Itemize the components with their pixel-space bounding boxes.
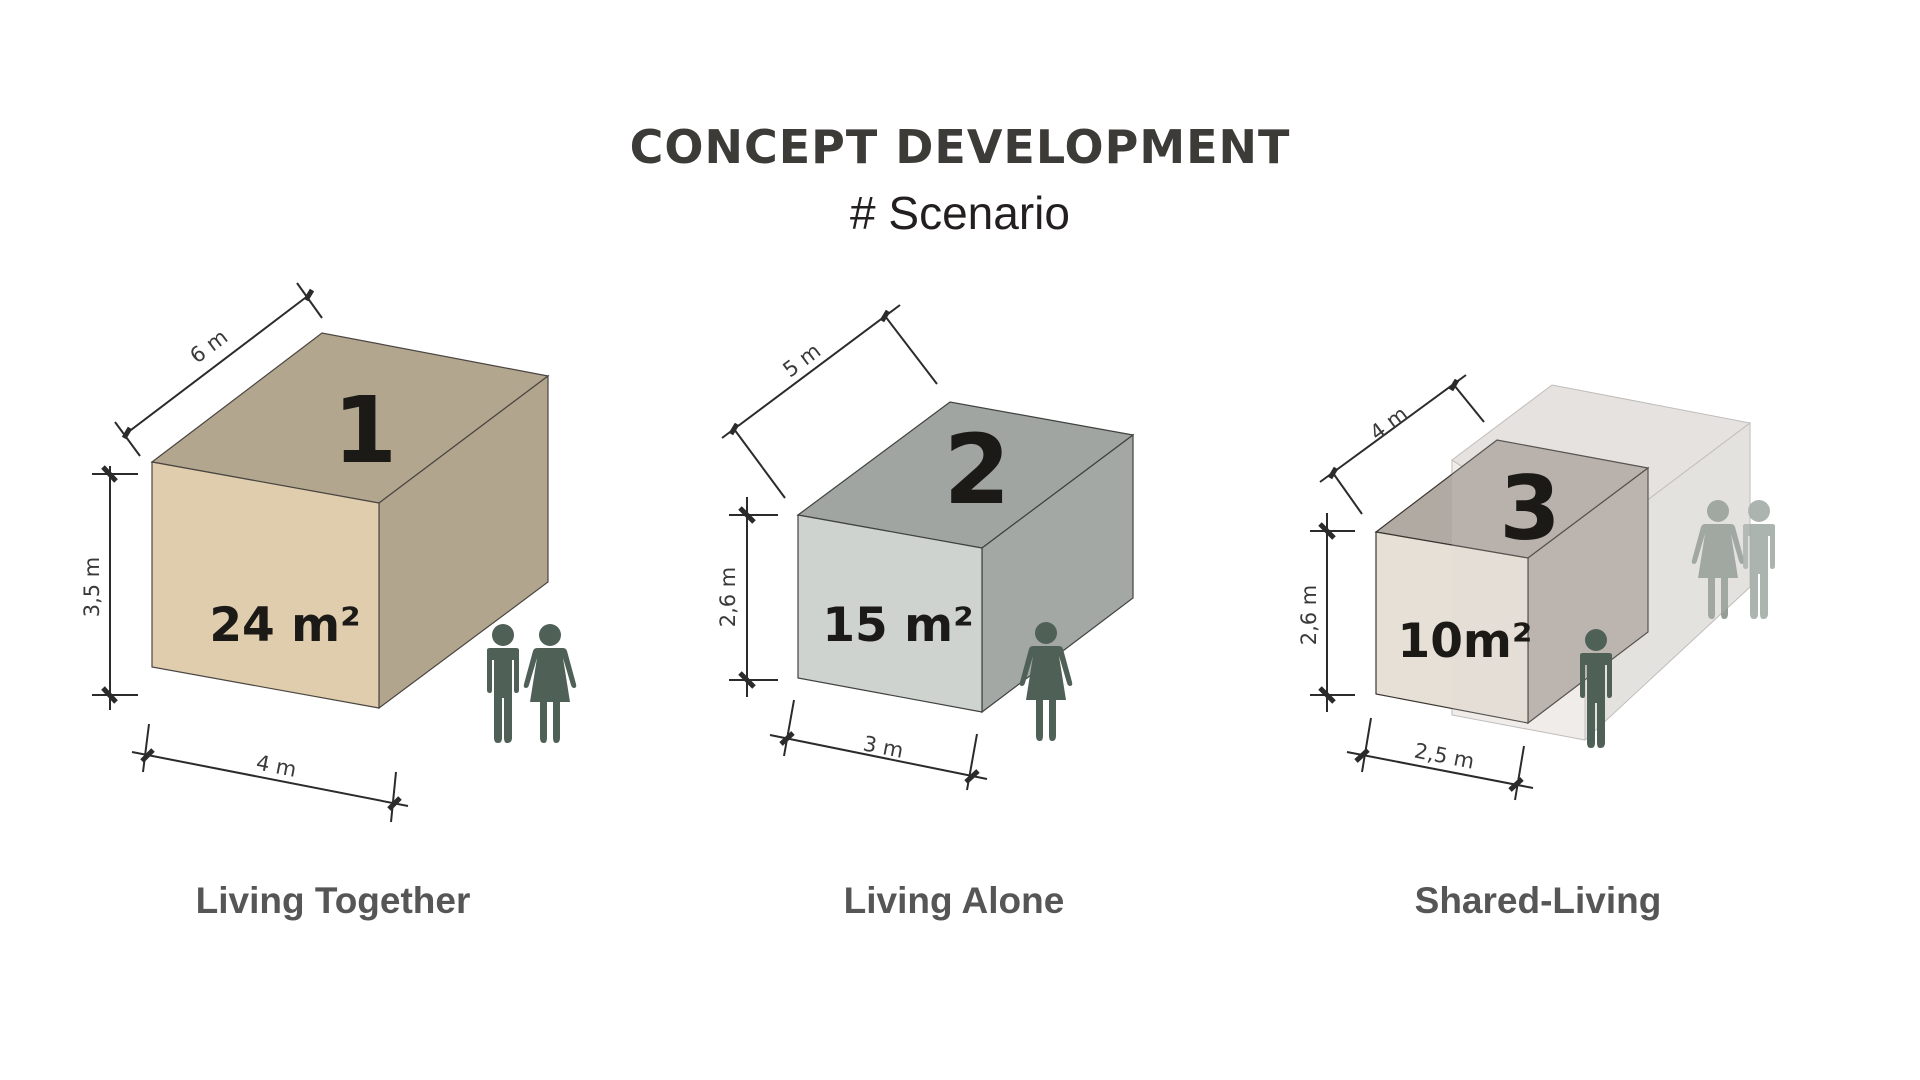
dimension-depth-3-label: 4 m xyxy=(1365,402,1412,446)
box-1-front xyxy=(151,461,380,709)
scenario-2-area: 15 m² xyxy=(822,598,973,653)
dimension-width-3 xyxy=(1346,717,1534,801)
volume-box-1 xyxy=(150,332,550,710)
scenario-1-label: Living Together xyxy=(195,880,471,921)
dimension-height-2 xyxy=(729,497,778,697)
woman-figure-icon xyxy=(523,624,577,743)
dimension-depth-1-label: 6 m xyxy=(185,325,232,369)
volume-box-2 xyxy=(796,401,1135,714)
dimension-height-1 xyxy=(92,465,138,710)
scenario-3-area: 10m² xyxy=(1398,614,1533,669)
man-figure-icon xyxy=(487,624,519,743)
dimension-width-2 xyxy=(769,699,988,791)
scenario-2-number: 2 xyxy=(944,414,1011,526)
scenario-2: 2 15 m² 5 m 2,6 m 3 m xyxy=(716,304,1135,791)
dimension-depth-3 xyxy=(1319,374,1485,515)
dimension-height-2-label: 2,6 m xyxy=(716,567,740,628)
box-3-front xyxy=(1375,531,1529,724)
page-title: CONCEPT DEVELOPMENT xyxy=(629,120,1291,174)
scenario-3: 3 10m² 4 m 2,6 m 2,5 m xyxy=(1297,374,1775,801)
box-2-front xyxy=(797,514,983,713)
dimension-height-3 xyxy=(1310,513,1355,712)
dimension-depth-1 xyxy=(114,282,323,457)
volume-box-3 xyxy=(1374,439,1650,725)
dimension-depth-2-label: 5 m xyxy=(778,339,825,383)
dimension-width-1 xyxy=(131,723,409,823)
scenario-3-number: 3 xyxy=(1499,457,1560,560)
dimension-width-2-label: 3 m xyxy=(861,731,905,762)
scenario-2-label: Living Alone xyxy=(843,880,1065,921)
scenario-1-area: 24 m² xyxy=(209,598,360,653)
dimension-height-3-label: 2,6 m xyxy=(1297,585,1321,646)
scenario-3-label: Shared-Living xyxy=(1414,880,1662,921)
dimension-depth-2 xyxy=(721,304,938,499)
scenario-1: 1 24 m² 6 m 3,5 m 4 m xyxy=(80,282,577,823)
shared-volume-overlay xyxy=(1452,385,1750,740)
page-subtitle: # Scenario xyxy=(850,187,1070,239)
dimension-height-1-label: 3,5 m xyxy=(80,557,104,618)
dimension-width-3-label: 2,5 m xyxy=(1412,739,1476,774)
scenario-1-number: 1 xyxy=(333,377,397,484)
